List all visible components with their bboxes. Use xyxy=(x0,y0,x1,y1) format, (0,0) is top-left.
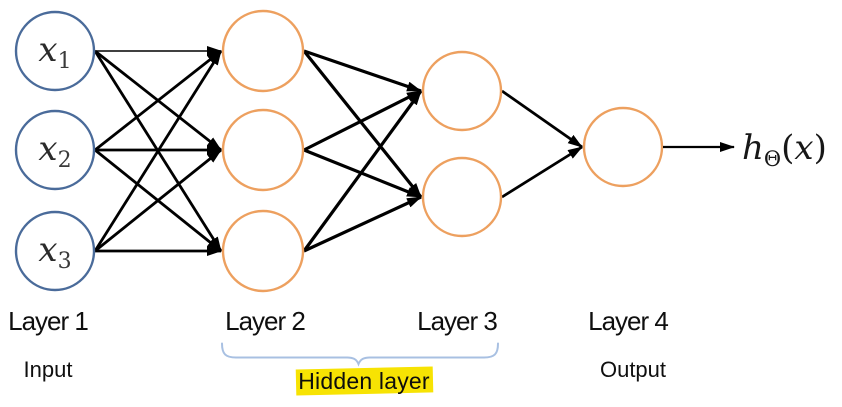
edge-h1-g1 xyxy=(303,49,422,93)
hidden-layer-brace xyxy=(221,342,499,367)
edge-x3-h1 xyxy=(93,50,223,252)
edge-h1-g2 xyxy=(302,49,423,199)
edge-x3-h2 xyxy=(94,148,222,253)
input-node-x3 xyxy=(14,210,96,292)
edge-h3-g1 xyxy=(302,90,423,252)
edge-x2-h1 xyxy=(94,49,222,152)
hidden-layer-highlight xyxy=(295,366,434,396)
neuron-node-h2 xyxy=(221,108,305,192)
node-label-x1: x1 xyxy=(38,30,71,74)
caption-hidden-layer: Hidden layer xyxy=(298,368,430,394)
caption-output: Output xyxy=(600,357,666,382)
edge-g1-o1 xyxy=(501,89,583,149)
label-layer-4: Layer 4 xyxy=(588,306,668,336)
label-layer-3: Layer 3 xyxy=(417,306,497,336)
neuron-node-h1 xyxy=(221,9,305,93)
neuron-node-g1 xyxy=(421,50,503,132)
label-layer-2: Layer 2 xyxy=(225,306,305,336)
node-label-x2: x2 xyxy=(38,129,71,173)
neuron-node-o1 xyxy=(582,106,664,188)
neuron-node-h3 xyxy=(221,209,305,293)
connectors-group xyxy=(93,46,583,256)
label-layer-1: Layer 1 xyxy=(8,306,88,336)
input-node-x2 xyxy=(14,109,96,191)
input-node-x1 xyxy=(14,10,96,92)
node-label-x3: x3 xyxy=(38,230,71,274)
neuron-node-g2 xyxy=(421,156,503,238)
output-function-label: hΘ(x) xyxy=(742,128,827,171)
caption-input: Input xyxy=(24,357,73,382)
edge-h2-g1 xyxy=(303,89,422,152)
edge-h3-g2 xyxy=(303,195,422,253)
neurons-group: x1 x2 x3 xyxy=(14,9,664,293)
edge-g2-o1 xyxy=(501,145,583,199)
